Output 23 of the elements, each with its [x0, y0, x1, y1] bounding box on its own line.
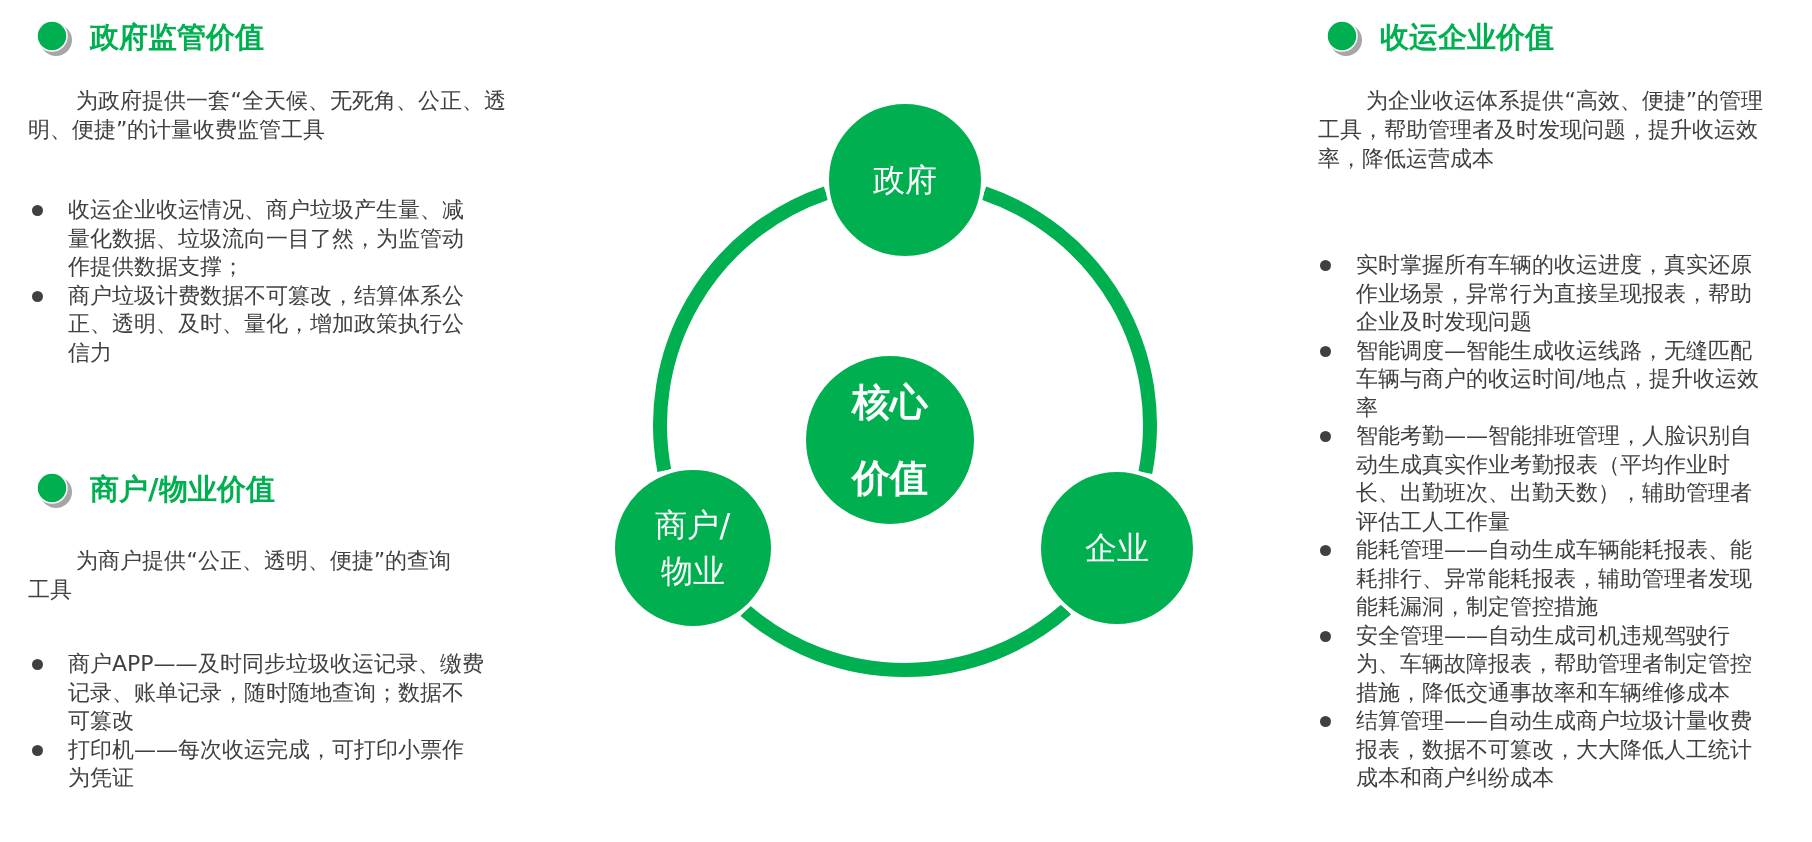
bullet-text: 收运企业收运情况、商户垃圾产生量、减量化数据、垃圾流向一目了然，为监管动作提供数据支撑；: [68, 197, 464, 279]
circle-label: 商户/物业: [654, 504, 732, 592]
ring-arc: [740, 603, 1071, 677]
circle-label: 核心价值: [850, 379, 930, 502]
ring-arc: [653, 186, 829, 472]
bullet-text: 安全管理——自动生成司机违规驾驶行为、车辆故障报表，帮助管理者制定管控措施，降低交通事故率和车辆维修成本: [1356, 622, 1752, 705]
description-text: 为企业收运体系提供“高效、便捷”的管理工具，帮助管理者及时发现问题，提升收运效率，降低运营成本: [1318, 87, 1765, 173]
circle-label: 企业: [1085, 527, 1150, 569]
bullet-text: 智能考勤——智能排班管理，人脸识别自动生成真实作业考勤报表（平均作业时长、出勤班次、出勤天数），辅助管理者评估工人工作量: [1356, 423, 1752, 534]
bullet-text: 商户垃圾计费数据不可篡改，结算体系公正、透明、及时、量化，增加政策执行公信力: [68, 282, 464, 365]
section-heading: 政府监管价值: [90, 19, 264, 56]
section-heading: 收运企业价值: [1380, 19, 1554, 56]
bullet-text: 商户APP——及时同步垃圾收运记录、缴费记录、账单记录，随时随地查询；数据不可篡改: [68, 651, 484, 733]
circle-label: 政府: [873, 160, 937, 201]
bullet-text: 结算管理——自动生成商户垃圾计量收费报表，数据不可篡改，大大降低人工统计成本和商户纠纷成本: [1356, 708, 1752, 790]
section-heading: 商户/物业价值: [90, 471, 275, 508]
bullet-text: 能耗管理——自动生成车辆能耗报表、能耗排行、异常能耗报表，辅助管理者发现能耗漏洞，制定管控措施: [1356, 537, 1752, 619]
description-text: 为商户提供“公正、透明、便捷”的查询工具: [28, 547, 453, 604]
bullet-text: 智能调度—智能生成收运线路，无缝匹配车辆与商户的收运时间/地点，提升收运效率: [1356, 337, 1760, 420]
description-text: 为政府提供一套“全天候、无死角、公正、透明、便捷”的计量收费监管工具: [28, 87, 507, 144]
bullet-text: 实时掌握所有车辆的收运进度，真实还原作业场景，异常行为直接呈现报表，帮助企业及时发现问题: [1356, 252, 1752, 334]
bullet-text: 打印机——每次收运完成，可打印小票作为凭证: [68, 736, 464, 790]
ring-arc: [981, 186, 1157, 474]
